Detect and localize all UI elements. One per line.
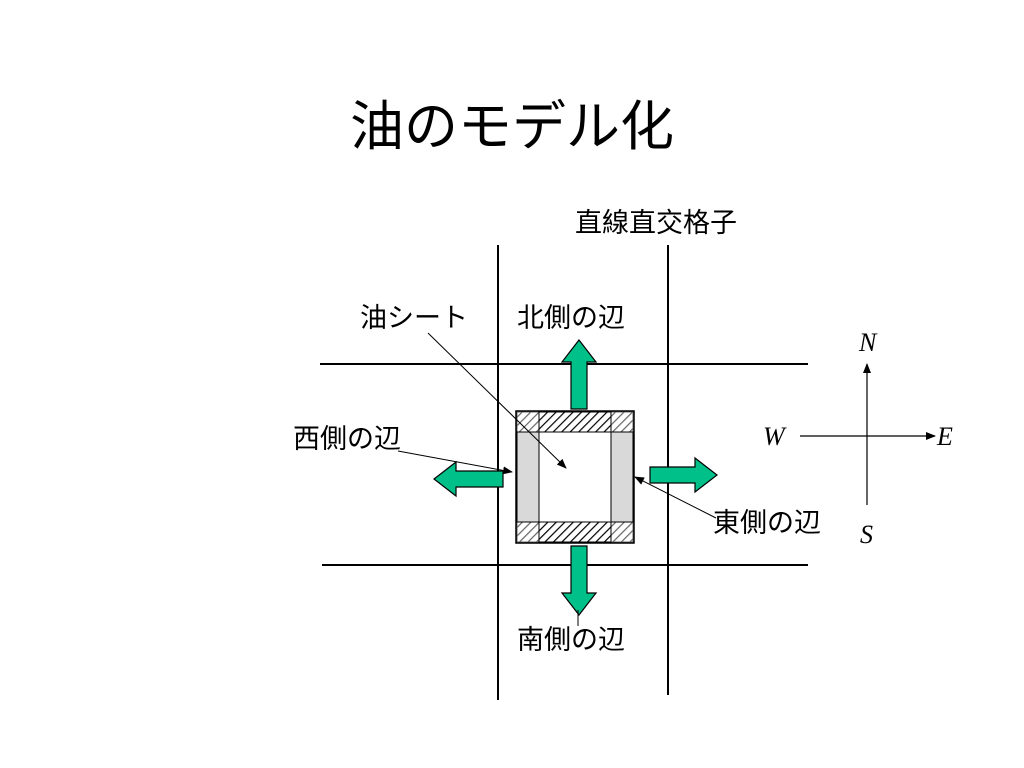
north-arrow xyxy=(560,339,598,410)
east-arrow xyxy=(649,456,718,494)
east-edge-label: 東側の辺 xyxy=(713,508,821,539)
corner-nw xyxy=(516,411,540,433)
west-edge-label: 西側の辺 xyxy=(293,424,401,455)
west-arrow xyxy=(433,460,504,498)
compass-west-label: W xyxy=(763,422,785,451)
east-edge-leader xyxy=(634,476,717,519)
compass-south-label: S xyxy=(860,520,873,549)
south-edge-label: 南側の辺 xyxy=(517,625,625,656)
west-edge-leader xyxy=(397,450,513,475)
slide-title: 油のモデル化 xyxy=(350,95,674,158)
east-edge-band xyxy=(610,431,634,523)
compass-east-label: E xyxy=(937,422,953,451)
corner-sw xyxy=(516,521,540,543)
oil-cell xyxy=(515,410,635,544)
corner-se xyxy=(610,521,634,543)
north-edge-band xyxy=(538,411,612,433)
flux-arrows xyxy=(433,339,718,616)
leader-lines xyxy=(397,332,717,626)
west-edge-band xyxy=(516,431,540,523)
grid-label: 直線直交格子 xyxy=(575,208,737,239)
oil-sheet-label: 油シート xyxy=(360,303,468,334)
corner-ne xyxy=(610,411,634,433)
south-arrow xyxy=(560,545,598,616)
south-edge-band xyxy=(538,521,612,543)
compass-north-label: N xyxy=(859,328,877,357)
north-edge-label: 北側の辺 xyxy=(517,303,625,334)
compass-rose xyxy=(800,363,936,505)
oil-sheet-leader xyxy=(427,332,567,469)
